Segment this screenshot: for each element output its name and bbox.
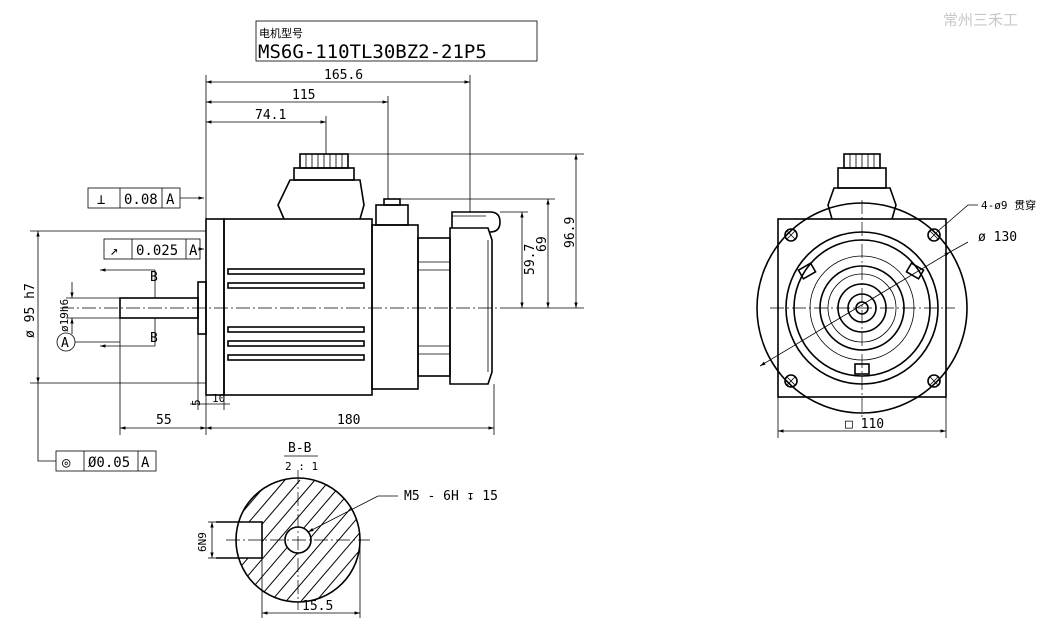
dim-180: 180 bbox=[337, 413, 360, 428]
svg-text:↗: ↗ bbox=[110, 243, 118, 259]
key-depth: 15.5 bbox=[302, 599, 333, 614]
key-height: 6N9 bbox=[196, 532, 209, 552]
watermark: 常州三禾工 bbox=[943, 11, 1018, 29]
tolerance-perpendicularity: ⊥ 0.08 A bbox=[87, 187, 204, 209]
dim-115: 115 bbox=[292, 88, 315, 103]
square-dimension: □ 110 bbox=[845, 417, 884, 432]
tolerance-concentricity: ◎ Ø0.05 A bbox=[37, 383, 157, 472]
dim-69: 69 bbox=[535, 236, 550, 252]
svg-text:A: A bbox=[189, 243, 198, 259]
power-connector bbox=[277, 179, 365, 220]
encoder-housing bbox=[417, 237, 451, 377]
svg-text:A: A bbox=[166, 192, 175, 208]
shaft-diameter: ø19h6 bbox=[58, 299, 71, 332]
side-dimensions: 165.6 115 74.1 59.7 69 96.9 55 180 5 10 … bbox=[23, 68, 584, 435]
dim-5: 5 bbox=[190, 399, 203, 406]
dim-165-6: 165.6 bbox=[324, 68, 363, 83]
flange bbox=[205, 218, 225, 396]
datum-label: A bbox=[61, 336, 69, 351]
front-view: ø 130 4-ø9 贯穿 □ 110 bbox=[756, 153, 1036, 438]
svg-text:0.08: 0.08 bbox=[124, 192, 158, 208]
title-block: 电机型号 MS6G-110TL30BZ2-21P5 bbox=[255, 20, 538, 63]
dim-10: 10 bbox=[212, 392, 225, 405]
dim-74-1: 74.1 bbox=[255, 108, 286, 123]
dim-55: 55 bbox=[156, 413, 172, 428]
rear-cover bbox=[371, 224, 419, 390]
svg-text:A: A bbox=[141, 455, 150, 471]
svg-text:Ø0.05: Ø0.05 bbox=[88, 455, 130, 471]
section-scale: 2 : 1 bbox=[285, 460, 318, 473]
dim-59-7: 59.7 bbox=[523, 244, 538, 275]
mounting-holes-label: 4-ø9 贯穿 bbox=[981, 198, 1036, 212]
tolerance-runout: ↗ 0.025 A bbox=[103, 238, 204, 260]
thread-spec: M5 - 6H ↧ 15 bbox=[404, 489, 498, 504]
brake-cover bbox=[449, 227, 493, 385]
dim-96-9: 96.9 bbox=[563, 217, 578, 248]
spigot-diameter: ø 95 h7 bbox=[23, 283, 38, 338]
svg-text:◎: ◎ bbox=[62, 455, 71, 471]
pcd-diameter: ø 130 bbox=[978, 230, 1017, 245]
side-view: B B bbox=[60, 153, 501, 396]
mounting-holes bbox=[784, 228, 941, 388]
section-cut-label-top: B bbox=[150, 270, 158, 285]
model-number: MS6G-110TL30BZ2-21P5 bbox=[258, 41, 487, 63]
svg-text:⊥: ⊥ bbox=[97, 192, 105, 208]
svg-text:0.025: 0.025 bbox=[136, 243, 178, 259]
section-cut-label-bottom: B bbox=[150, 331, 158, 346]
section-title: B-B bbox=[288, 441, 312, 456]
title-label: 电机型号 bbox=[259, 26, 303, 40]
section-view: B-B 2 : 1 M5 - 6H ↧ 15 6N9 bbox=[196, 441, 498, 618]
motor-body bbox=[223, 218, 373, 396]
